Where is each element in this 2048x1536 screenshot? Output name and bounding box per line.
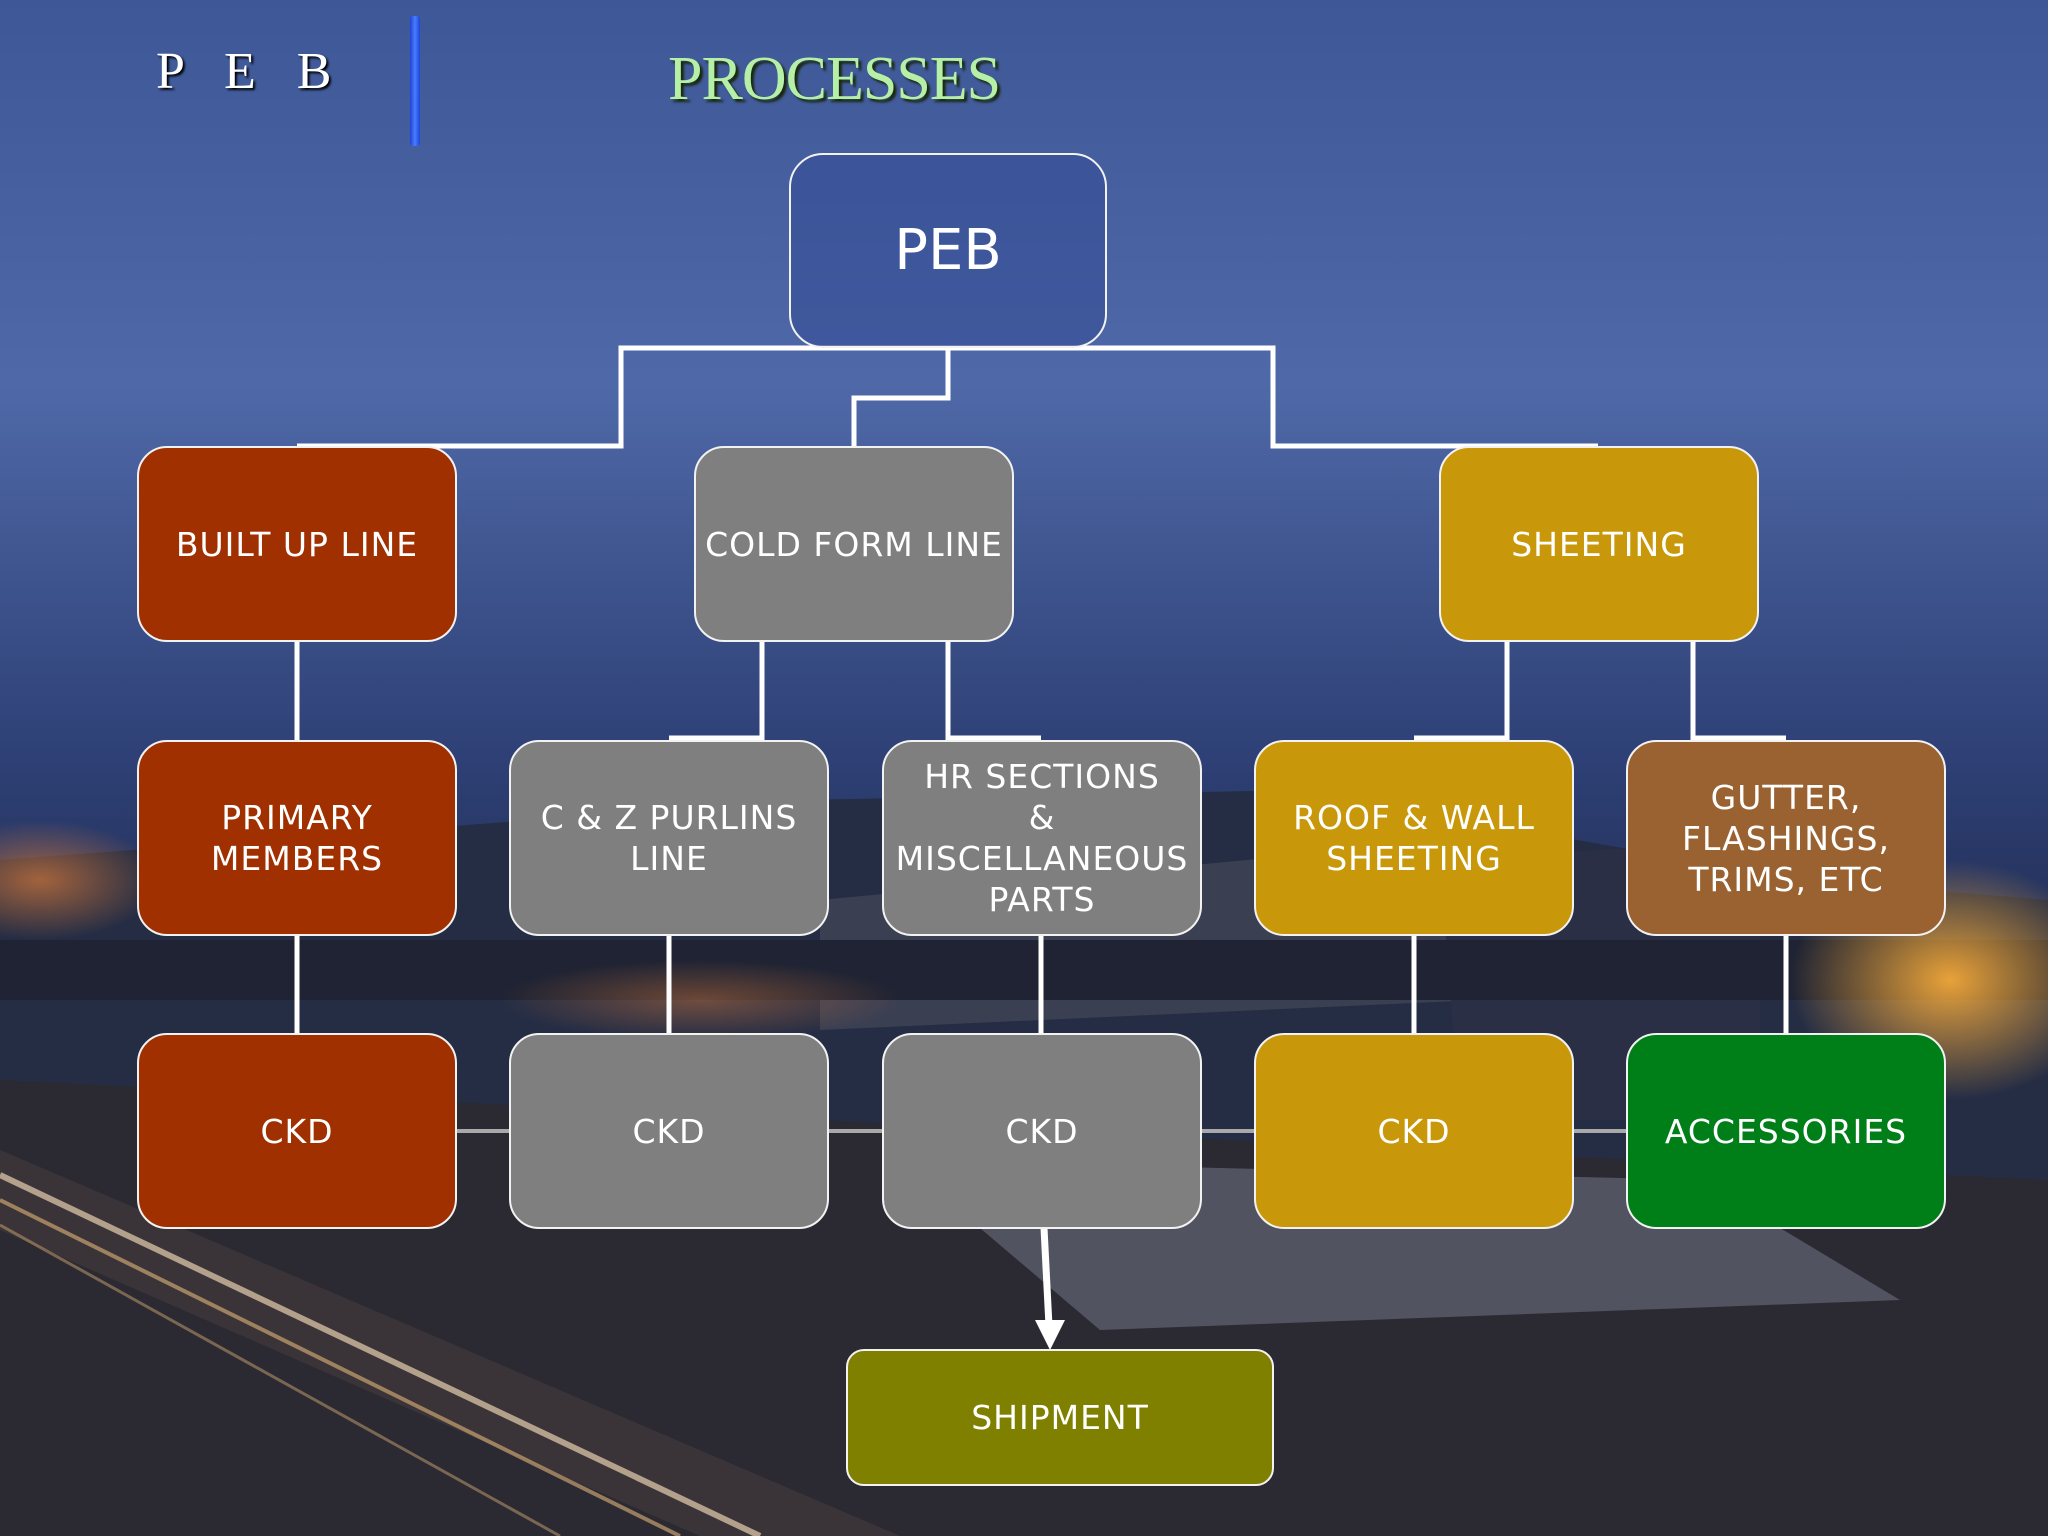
node-primary-members: PRIMARY MEMBERS [137, 740, 457, 936]
node-ckd-sheeting: CKD [1254, 1033, 1574, 1229]
shipment-arrow [1040, 1227, 1053, 1327]
node-ckd-purlins: CKD [509, 1033, 829, 1229]
brand-text: P E B [156, 43, 346, 100]
node-roof-wall-sheeting: ROOF & WALL SHEETING [1254, 740, 1574, 936]
node-gutter-flashings: GUTTER, FLASHINGS, TRIMS, ETC [1626, 740, 1946, 936]
node-peb: PEB [789, 153, 1107, 348]
node-shipment: SHIPMENT [846, 1349, 1274, 1486]
arrow-head-icon [1035, 1320, 1065, 1350]
node-sheeting: SHEETING [1439, 446, 1759, 642]
node-built-up-line: BUILT UP LINE [137, 446, 457, 642]
node-purlins-line: C & Z PURLINS LINE [509, 740, 829, 936]
node-accessories: ACCESSORIES [1626, 1033, 1946, 1229]
node-cold-form-line: COLD FORM LINE [694, 446, 1014, 642]
node-ckd-hr: CKD [882, 1033, 1202, 1229]
node-ckd-built-up: CKD [137, 1033, 457, 1229]
page-title: PROCESSES [668, 45, 1001, 113]
node-hr-sections: HR SECTIONS & MISCELLANEOUS PARTS [882, 740, 1202, 936]
title-divider [410, 16, 420, 146]
